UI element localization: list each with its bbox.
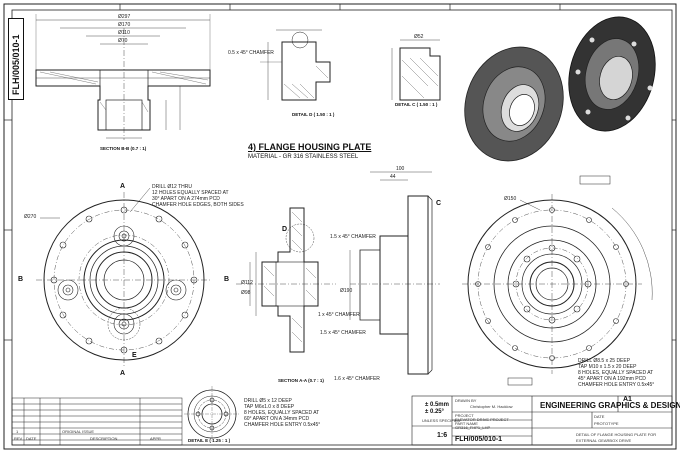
section-marker-a-bottom: A [120, 370, 126, 377]
drill-callout-e-3: 8 HOLES, EQUALLY SPACED AT [244, 410, 320, 416]
section-aa-view [236, 207, 336, 353]
drill-callout-right-3: 8 HOLES, EQUALLY SPACED AT [578, 370, 654, 376]
rear-view [462, 175, 653, 386]
drill-callout-right-2: TAP M10 x 1.5 x 20 DEEP [578, 364, 637, 370]
front-view [36, 187, 315, 368]
drill-callout-left-4: CHAMFER HOLE EDGES, BOTH SIDES [152, 202, 244, 208]
detail-marker-e: E [132, 352, 137, 359]
rev-header-desc: DESCRIPTION [90, 436, 118, 441]
status-value: PROTOTYPE [594, 421, 619, 426]
part-name-label: PART NAME [455, 421, 478, 426]
section-marker-b-right: B [224, 276, 230, 283]
drawn-by-name: Christopher M. Hacklow [470, 404, 513, 409]
revision-block [11, 397, 183, 446]
dim-front-1: Ø270 [24, 214, 37, 220]
detail-marker-d: D [282, 226, 288, 233]
detail-marker-c: C [436, 200, 442, 207]
rev-row-number: 1 [16, 429, 19, 434]
tolerance-block: ± 0.5mm ± 0.25° [425, 402, 449, 416]
dim-bb-1: Ø297 [118, 14, 131, 20]
drill-callout-left-3: 30° APART ON A 274mm PCD [152, 196, 220, 202]
inner-border [11, 9, 673, 446]
drill-callout-left-1: DRILL Ø12 THRU [152, 184, 193, 190]
chamfer-callout-2: 1.5 x 45° CHAMFER [330, 234, 376, 240]
drill-callout-e-2: TAP M6x1.0 x 8 DEEP [244, 404, 295, 410]
iso-render-1 [464, 46, 564, 162]
rev-row-desc: ORIGINAL ISSUE [62, 429, 95, 434]
chamfer-callout-1: 0.5 x 45° CHAMFER [228, 50, 274, 56]
dim-bb-2: Ø170 [118, 22, 131, 28]
dim-bb-4: Ø70 [118, 38, 128, 44]
drill-callout-e-5: CHAMFER HOLE ENTRY 0.5x45° [244, 422, 321, 428]
drawn-by-label: DRAWN BY [455, 398, 477, 403]
rev-header-date: DATE [26, 436, 37, 441]
drill-callout-e-4: 60° APART ON A 34mm PCD [244, 416, 310, 422]
chamfer-callout-5: 1.5 x 45° CHAMFER [320, 330, 366, 336]
project-label: PROJECT [455, 413, 474, 418]
part-name: GR316_FHP1_LHP [455, 425, 491, 430]
section-marker-a-top: A [120, 183, 126, 190]
detail-d-view [260, 29, 331, 101]
drill-callout-left-2: 12 HOLES EQUALLY SPACED AT [152, 190, 229, 196]
dim-bb-3: Ø110 [118, 30, 130, 36]
company-name: ENGINEERING GRAPHICS & DESIGN [540, 401, 680, 410]
title-block-frame [411, 395, 673, 446]
detail-e-label: DETAIL E ( 1.25 : 1 ) [188, 438, 231, 443]
detail-d-label: DETAIL D ( 1.50 : 1 ) [292, 112, 335, 117]
detail-e-view [184, 386, 240, 442]
drill-callout-right-5: CHAMFER HOLE ENTRY 0.5x45° [578, 382, 655, 388]
date-label: DATE [594, 414, 605, 419]
dim-right-1: Ø150 [504, 196, 517, 202]
rev-header-rev: REV [14, 436, 23, 441]
drill-callout-e-1: DRILL Ø5 x 12 DEEP [244, 398, 292, 404]
rev-header-appr: APPR [150, 436, 161, 441]
dim-side-2: 44 [390, 174, 396, 180]
tolerance-angular: ± 0.25° [425, 409, 445, 415]
tolerance-note: UNLESS SPECIFIED [422, 418, 461, 423]
drill-callout-right-4: 45° APART ON A 192mm PCD [578, 376, 646, 382]
section-aa-label: SECTION A-A (0.7 : 1) [278, 378, 324, 383]
project-name: ELEVATOR DRIVE PROJECT [455, 417, 509, 422]
chamfer-callout-3: 1 x 45° CHAMFER [318, 312, 360, 318]
detail-c-label: DETAIL C ( 1.50 : 1 ) [395, 102, 438, 107]
main-heading: 4) FLANGE HOUSING PLATE [248, 142, 372, 152]
vertical-sheet-title: FLH/005/010-1 [8, 18, 24, 100]
chamfer-callout-4: 1.6 x 45° CHAMFER [334, 376, 380, 382]
title-text-2: EXTERNAL GEARBOX DRIVE [576, 438, 632, 443]
scale-value: 1:6 [437, 432, 448, 439]
side-view [349, 171, 440, 375]
material-note: MATERIAL - GR 316 STAINLESS STEEL [248, 154, 359, 160]
title-text-1: DETAIL OF FLANGE HOUSING PLATE FOR [576, 432, 657, 437]
dim-side-1: 100 [396, 166, 405, 172]
dim-aa-3: Ø190 [340, 288, 353, 294]
dim-aa-1: Ø112 [241, 280, 253, 286]
dim-aa-2: Ø98 [241, 290, 251, 296]
iso-render-2 [568, 16, 656, 132]
dim-c-1: Ø52 [414, 34, 424, 40]
section-bb-label: SECTION B-B (0.7 : 1) [100, 146, 147, 151]
drill-callout-right-1: DRILL Ø8.5 x 25 DEEP [578, 358, 631, 364]
section-marker-b-left: B [18, 276, 24, 283]
detail-c-view [391, 39, 441, 101]
tolerance-linear: ± 0.5mm [425, 402, 449, 408]
drawing-number: FLH/005/010-1 [455, 436, 503, 443]
section-bb-view [35, 14, 211, 140]
sheet-size: A1 [623, 396, 632, 403]
